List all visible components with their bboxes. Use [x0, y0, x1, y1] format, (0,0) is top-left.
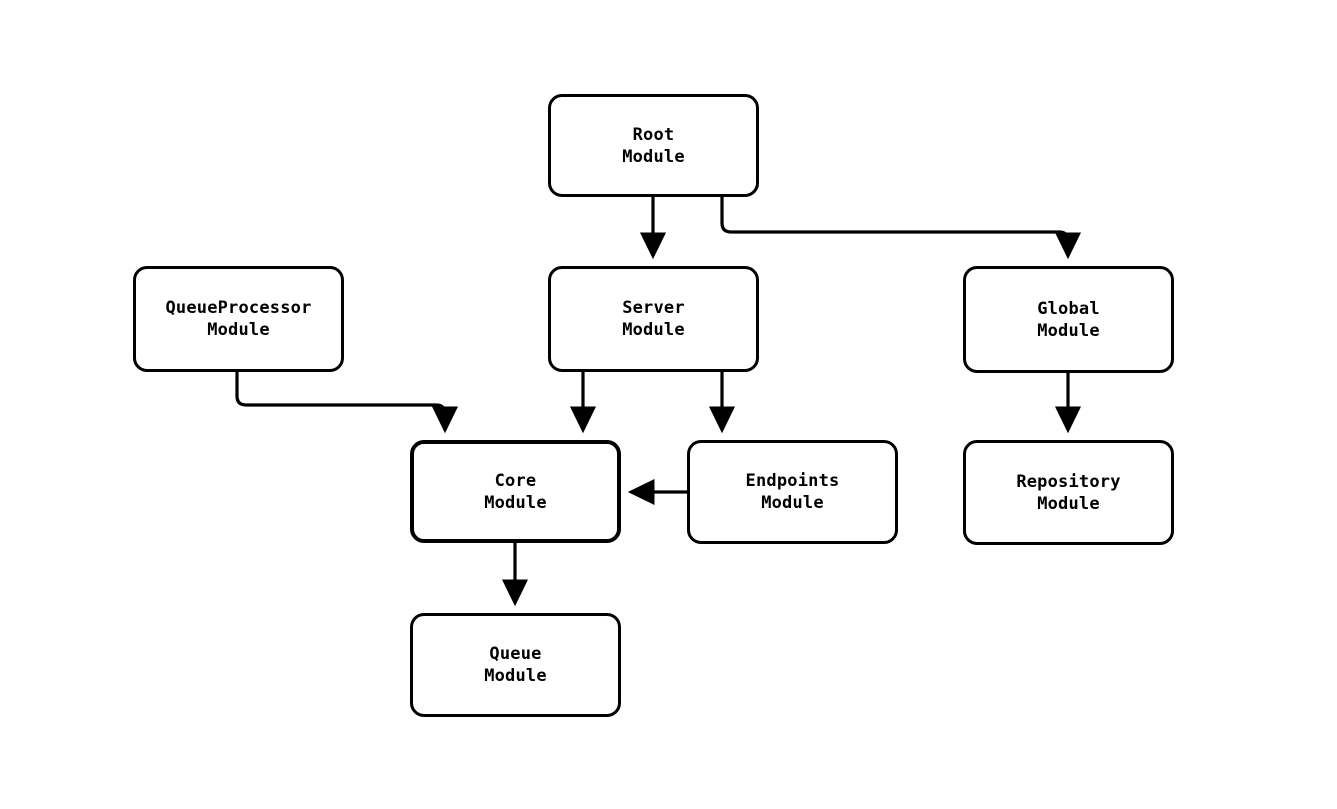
node-label-primary: Queue	[489, 644, 542, 664]
node-label-primary: Endpoints	[745, 471, 840, 491]
node-label-secondary: Module	[207, 320, 270, 340]
node-label-secondary: Module	[622, 146, 685, 167]
node-label-primary: Global	[1037, 298, 1100, 319]
node-label-secondary: Module	[761, 493, 824, 513]
node-label-secondary: Module	[484, 666, 547, 686]
edge-root-global	[720, 197, 1082, 260]
node-label-primary: Server	[622, 298, 685, 318]
node-label-secondary: Module	[1037, 320, 1100, 341]
node-label-primary: Repository	[1016, 471, 1121, 492]
node-label-primary: Root	[632, 124, 675, 145]
node-label-secondary: Module	[1037, 493, 1100, 514]
node-label-primary: Core	[494, 470, 537, 491]
node-label-secondary: Module	[484, 492, 547, 513]
edge-queueprocessor-core	[235, 372, 459, 434]
node-label-primary: QueueProcessor	[165, 298, 312, 318]
node-label-secondary: Module	[622, 320, 685, 340]
